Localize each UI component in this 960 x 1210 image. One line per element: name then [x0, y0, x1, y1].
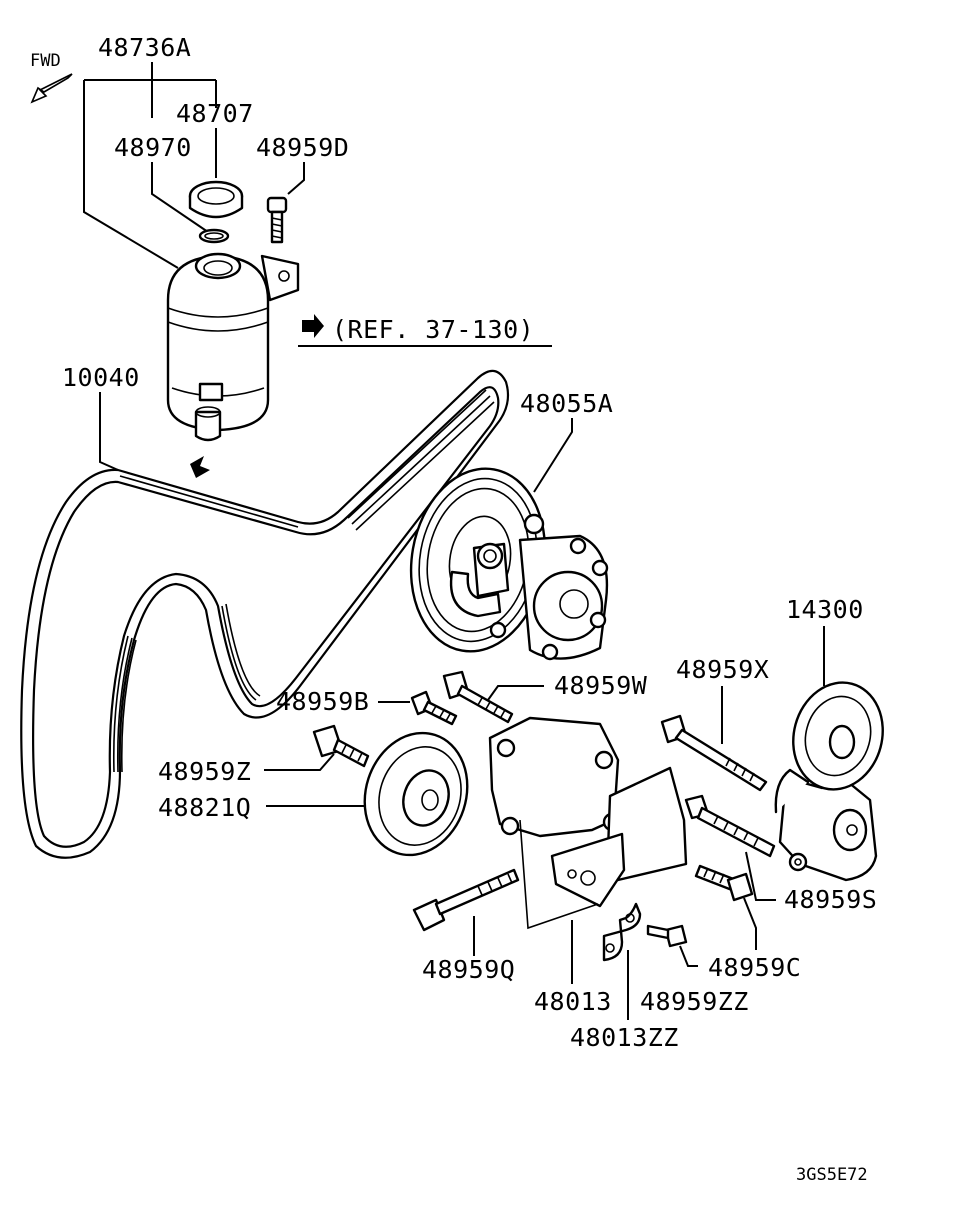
bolt-48959c: [694, 864, 754, 902]
o-ring: [198, 228, 230, 244]
bolt-48959zz: [646, 924, 688, 948]
reservoir-leaders: [83, 62, 305, 269]
label-48013: 48013: [534, 987, 612, 1016]
bolt-48959b: [410, 690, 458, 726]
reference-label: (REF. 37-130): [332, 315, 534, 344]
bolt-48959d: [266, 196, 288, 244]
reservoir: [166, 252, 300, 442]
reference-note: (REF. 37-130): [298, 314, 552, 347]
label-48959w: 48959W: [554, 671, 648, 700]
reference-arrow-icon: [302, 314, 324, 338]
bolt-48959z: [312, 724, 370, 768]
label-14300: 14300: [786, 595, 864, 624]
bolt-48959q: [412, 868, 520, 932]
label-48013zz: 48013ZZ: [570, 1023, 679, 1052]
small-bracket: [602, 902, 642, 962]
diagram-code: 3GS5E72: [796, 1165, 868, 1185]
label-48055a: 48055A: [520, 389, 613, 418]
flow-arrow-icon: [190, 456, 210, 478]
label-48959c: 48959C: [708, 953, 801, 982]
label-48959x: 48959X: [676, 655, 769, 684]
bolt-48959s: [684, 794, 776, 858]
part-labels: 48736A 48707 48970 48959D 10040 48055A 1…: [62, 33, 877, 1052]
label-48959z: 48959Z: [158, 757, 251, 786]
drive-belt: [20, 369, 510, 859]
idler-pulley: [363, 731, 469, 857]
pump-bracket: [488, 716, 688, 930]
label-48736a: 48736A: [98, 33, 191, 62]
label-48821q: 48821Q: [158, 793, 251, 822]
label-48959b: 48959B: [276, 687, 369, 716]
fwd-arrow-icon: [30, 73, 73, 104]
label-48959q: 48959Q: [422, 955, 515, 984]
fwd-indicator: FWD: [30, 51, 73, 104]
label-48959s: 48959S: [784, 885, 877, 914]
auto-tensioner: [774, 681, 884, 882]
reservoir-cap: [188, 180, 244, 219]
part-leaders: [99, 392, 825, 1020]
bolt-48959w: [442, 670, 514, 724]
label-48959d: 48959D: [256, 133, 349, 162]
power-steering-pump: [409, 467, 609, 661]
fwd-label: FWD: [30, 51, 61, 71]
bolt-48959x: [660, 714, 768, 792]
label-10040: 10040: [62, 363, 140, 392]
label-48707: 48707: [176, 99, 254, 128]
label-48970: 48970: [114, 133, 192, 162]
label-48959zz: 48959ZZ: [640, 987, 749, 1016]
